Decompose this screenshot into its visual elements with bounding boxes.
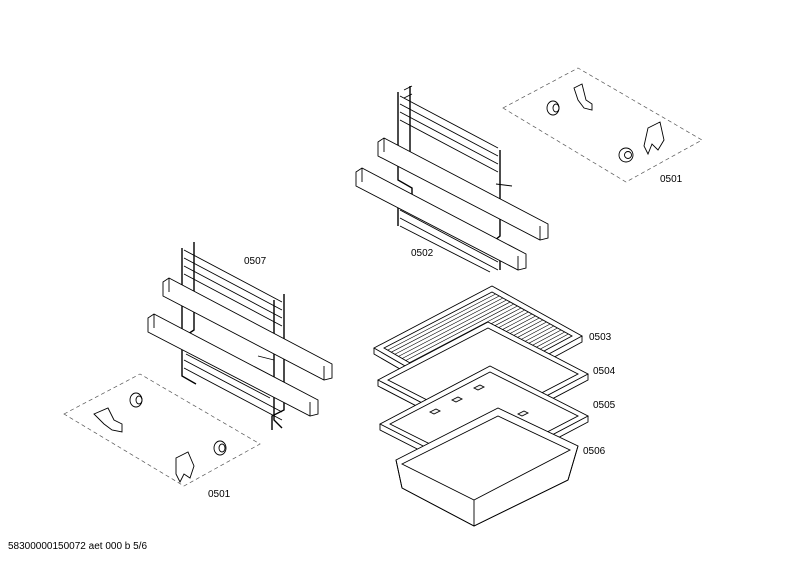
rack-frame-upper — [355, 85, 549, 273]
rack-frame-left — [147, 242, 333, 430]
part-label-0501-bottom: 0501 — [208, 489, 231, 500]
part-label-0505: 0505 — [593, 400, 616, 411]
part-label-0502: 0502 — [411, 248, 434, 259]
clip-kit-bottom — [63, 373, 261, 487]
part-label-0501-top: 0501 — [660, 174, 683, 185]
part-label-0507: 0507 — [244, 256, 267, 267]
deep-pan — [395, 407, 579, 527]
clip-kit-top — [502, 67, 703, 183]
part-label-0506: 0506 — [583, 446, 606, 457]
part-label-0503: 0503 — [589, 332, 612, 343]
part-label-0504: 0504 — [593, 366, 616, 377]
drawing-reference-footer: 58300000150072 aet 000 b 5/6 — [8, 541, 148, 552]
